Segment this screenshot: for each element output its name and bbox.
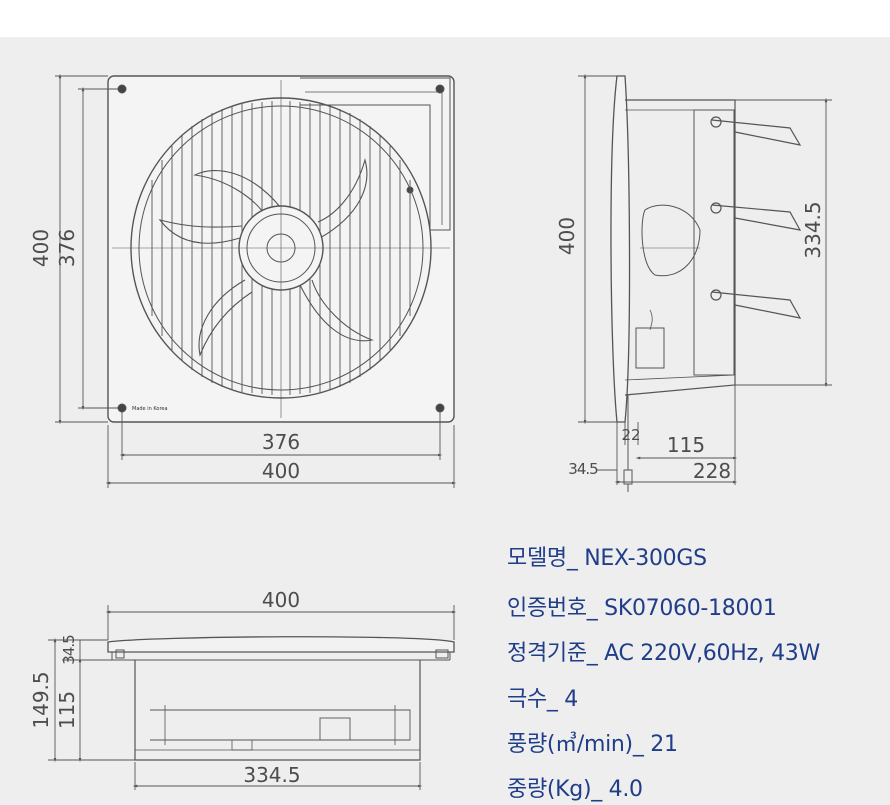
spec-label: 모델명_ [507,546,585,571]
spec-value: 4 [564,687,578,712]
spec-certification: 인증번호_ SK07060-18001 [507,590,777,622]
dim-side-mount-depth: 334.5 [801,201,825,258]
dim-bottom-offset: 34.5 [60,635,78,665]
dim-front-width-inner: 376 [262,430,300,454]
side-dimension-lines [578,73,832,485]
spec-label: 중량(Kg)_ [507,777,609,802]
spec-poles: 극수_ 4 [507,681,578,713]
spec-value: AC 220V,60Hz, 43W [604,641,820,666]
dim-front-height-inner: 376 [55,229,79,267]
side-body [624,99,736,396]
spec-value: NEX-300GS [584,546,707,571]
dim-side-height: 400 [555,217,579,255]
spec-label: 극수_ [507,687,565,712]
dim-bottom-body-height: 115 [55,691,79,729]
side-motor [641,204,701,277]
spec-value: 4.0 [608,777,643,802]
dim-side-offset: 34.5 [568,460,598,478]
dim-bottom-total-height: 149.5 [29,671,53,728]
spec-weight: 중량(Kg)_ 4.0 [507,771,643,803]
bottom-body [134,660,421,761]
dim-bottom-width: 400 [262,588,300,612]
spec-label: 풍량(㎥/min)_ [507,732,651,757]
dim-front-height-outer: 400 [29,229,53,267]
screw [435,84,445,94]
shutter-flaps [710,116,802,319]
grille-bars [151,101,411,395]
dim-side-total-depth: 228 [693,459,731,483]
bottom-dimension-lines [48,605,457,790]
side-view [578,73,832,492]
front-view: Made in Korea [55,73,457,488]
spec-rating: 정격기준_ AC 220V,60Hz, 43W [507,635,820,667]
screw [117,403,127,413]
spec-model: 모델명_ NEX-300GS [507,540,707,572]
fan-blades [158,157,375,357]
bottom-front-panel [107,636,455,653]
dim-side-body-depth: 115 [667,433,705,457]
spec-label: 인증번호_ [507,596,605,621]
screw [117,84,127,94]
spec-airflow: 풍량(㎥/min)_ 21 [507,726,678,758]
dim-bottom-body-width: 334.5 [243,763,300,787]
spec-label: 정격기준_ [507,641,605,666]
spec-value: SK07060-18001 [604,596,777,621]
front-dimension-lines [55,73,457,488]
screw [435,403,445,413]
spec-value: 21 [650,732,678,757]
dim-side-flange: 22 [621,426,640,444]
made-in-korea-badge: Made in Korea [132,406,168,412]
side-front-panel [610,75,631,423]
bottom-view [48,605,457,790]
dim-front-width-outer: 400 [262,459,300,483]
